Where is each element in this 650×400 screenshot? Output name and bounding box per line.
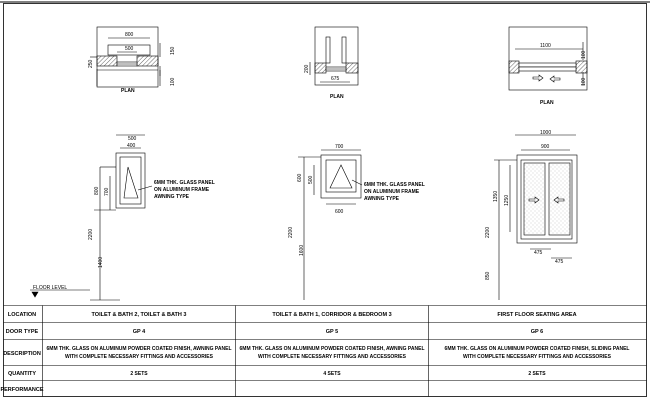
elevation-dim-label: 2200 — [288, 227, 294, 238]
plan-dim-label: 1100 — [540, 43, 551, 49]
elevation-dim-label: 600 — [335, 209, 344, 215]
elevation-dim-label: 700 — [104, 187, 110, 196]
plan-dim-label: 250 — [88, 59, 94, 68]
cell-quantity: 4 SETS — [323, 371, 341, 377]
cell-description: WITH COMPLETE NECESSARY FITTINGS AND ACC… — [463, 354, 612, 360]
cell-location: TOILET & BATH 2, TOILET & BATH 3 — [92, 312, 187, 318]
elevation-dim-label: 1350 — [493, 191, 499, 202]
row-header-performance: PERFORMANCE — [0, 387, 43, 393]
elevation-dim-label: 1600 — [299, 245, 305, 256]
plan-dim-label: 500 — [125, 46, 134, 52]
plan-dim-label: 675 — [331, 76, 340, 82]
elevation-note: 6MM THK. GLASS PANEL — [364, 182, 425, 188]
elevation-note: ON ALUMINUM FRAME — [364, 189, 420, 195]
plan-title: PLAN — [121, 88, 135, 94]
elevation-gp4 — [90, 134, 153, 301]
elevation-dim-label: 600 — [297, 173, 303, 182]
elevation-note: 6MM THK. GLASS PANEL — [154, 180, 215, 186]
elevation-gp6 — [494, 134, 578, 300]
elevation-dim-label: 900 — [541, 144, 550, 150]
cell-description: 6MM THK. GLASS ON ALUMINUM POWDER COATED… — [445, 346, 630, 352]
elevation-dim-label: 500 — [128, 136, 137, 142]
elevation-note: ON ALUMINUM FRAME — [154, 187, 210, 193]
cell-location: FIRST FLOOR SEATING AREA — [497, 312, 576, 318]
plan-title: PLAN — [330, 94, 344, 100]
cell-quantity: 2 SETS — [130, 371, 148, 377]
floor-level-marker — [30, 289, 90, 298]
row-header-door-type: DOOR TYPE — [6, 329, 39, 335]
cell-door-type: GP 4 — [133, 329, 146, 335]
plan-dim-label: 150 — [170, 46, 176, 55]
cell-quantity: 2 SETS — [528, 371, 546, 377]
row-header-location: LOCATION — [8, 312, 36, 318]
elevation-dim-label: 2200 — [88, 229, 94, 240]
cell-location: TOILET & BATH 1, CORRIDOR & BEDROOM 3 — [272, 312, 391, 318]
elevation-dim-label: 700 — [335, 144, 344, 150]
elevation-dim-label: 850 — [485, 271, 491, 280]
schedule-grid — [3, 305, 647, 397]
plan-title: PLAN — [540, 100, 554, 106]
cell-description: 6MM THK. GLASS ON ALUMINUM POWDER COATED… — [240, 346, 425, 352]
elevation-dim-label: 1250 — [504, 195, 510, 206]
elevation-dim-label: 1400 — [98, 257, 104, 268]
elevation-dim-label: 1000 — [540, 130, 551, 136]
cell-door-type: GP 6 — [531, 329, 543, 335]
cell-description: WITH COMPLETE NECESSARY FITTINGS AND ACC… — [258, 354, 407, 360]
elevation-dim-label: 800 — [94, 186, 100, 195]
elevation-dim-label: 475 — [555, 259, 564, 265]
elevation-dim-label: 2200 — [485, 227, 491, 238]
plan-dim-label: 800 — [125, 32, 134, 38]
plan-gp4 — [90, 26, 161, 88]
plan-gp6 — [508, 26, 588, 91]
plan-gp5 — [309, 26, 359, 86]
cell-description: 6MM THK. GLASS ON ALUMINUM POWDER COATED… — [47, 346, 232, 352]
floor-level-label: FLOOR LEVEL — [33, 285, 67, 291]
cell-door-type: GP 5 — [326, 329, 338, 335]
plan-dim-label: 100 — [581, 77, 587, 86]
elevation-note: AWNING TYPE — [154, 194, 190, 200]
elevation-gp5 — [298, 149, 363, 300]
elevation-note: AWNING TYPE — [364, 196, 400, 202]
cell-description: WITH COMPLETE NECESSARY FITTINGS AND ACC… — [65, 354, 214, 360]
elevation-dim-label: 475 — [534, 250, 543, 256]
plan-dim-label: 200 — [304, 64, 310, 73]
plan-dim-label: 100 — [581, 50, 587, 59]
row-header-description: DESCRIPTION — [3, 351, 41, 357]
elevation-dim-label: 400 — [127, 143, 136, 149]
plan-dim-label: 100 — [170, 77, 176, 86]
elevation-dim-label: 500 — [308, 175, 314, 184]
row-header-quantity: QUANTITY — [8, 371, 36, 377]
sheet-border — [3, 3, 647, 397]
